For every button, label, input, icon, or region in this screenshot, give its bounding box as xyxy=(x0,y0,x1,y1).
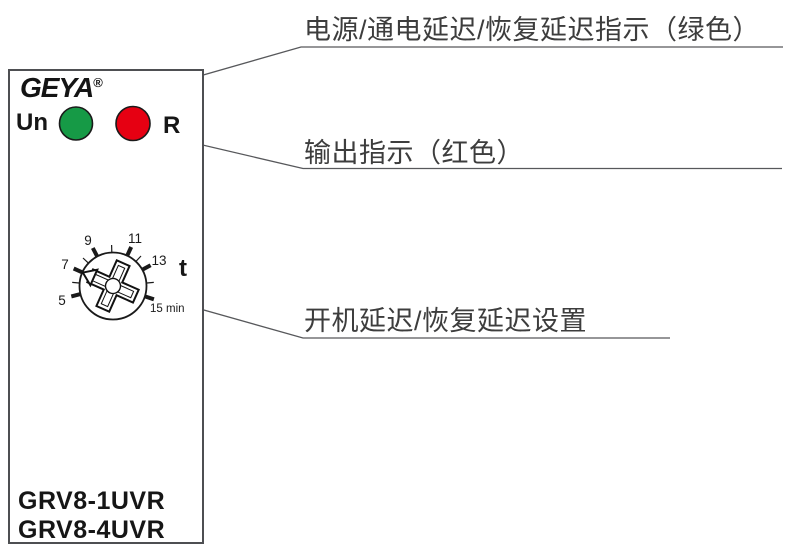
callout-power-indicator-label: 电源/通电延迟/恢复延迟指示（绿色） xyxy=(304,15,761,45)
brand-logo: GEYA® xyxy=(20,72,103,104)
dial-scale-7: 7 xyxy=(61,257,69,272)
power-led-green-icon xyxy=(58,106,94,141)
delay-setting-dial: 5 7 9 11 13 15 min t xyxy=(58,231,187,321)
model-number-line1: GRV8-1UVR xyxy=(18,487,166,515)
callout-delay-setting-label: 开机延迟/恢复延迟设置 xyxy=(304,306,588,336)
callout-output-indicator-label: 输出指示（红色） xyxy=(304,138,524,168)
output-led-label: R xyxy=(163,112,181,139)
brand-logo-text: GEYA xyxy=(20,72,94,103)
dial-knob-hub xyxy=(104,277,122,295)
power-led-label: Un xyxy=(16,109,48,136)
dial-scale-15min: 15 min xyxy=(150,303,185,315)
output-led-red-icon xyxy=(115,105,151,142)
registered-trademark-icon: ® xyxy=(93,75,103,90)
dial-scale-11: 11 xyxy=(128,231,142,246)
dial-major-ticks xyxy=(70,246,155,302)
device-front-panel: GEYA® Un R xyxy=(8,69,204,544)
dial-scale-5: 5 xyxy=(58,293,66,308)
dial-minor-ticks xyxy=(72,244,154,284)
dial-knob xyxy=(81,258,141,314)
dial-pointer-arrow-icon xyxy=(81,268,99,288)
model-numbers: GRV8-1UVR GRV8-4UVR xyxy=(18,487,165,545)
dial-time-symbol: t xyxy=(179,255,187,282)
dial-scale-9: 9 xyxy=(84,233,92,248)
model-number-line2: GRV8-4UVR xyxy=(18,516,166,544)
led-indicators xyxy=(58,105,151,142)
dial-scale-13: 13 xyxy=(151,253,166,268)
